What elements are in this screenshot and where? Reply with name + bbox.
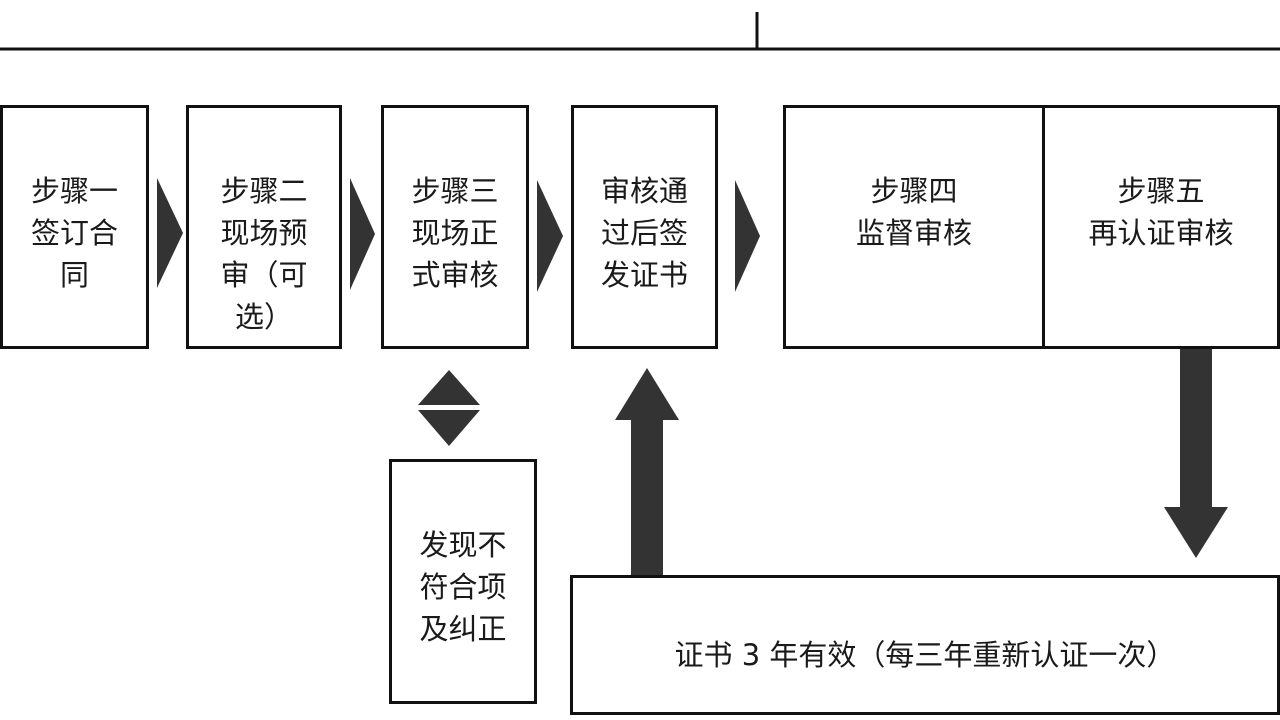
step-one-box: 步骤一 签订合 同 [0, 105, 149, 349]
step-three-box: 步骤三 现场正 式审核 [381, 105, 529, 349]
step-three-label: 步骤三 现场正 式审核 [411, 174, 499, 292]
chevron-arrow-1 [157, 178, 183, 288]
step-four-label: 步骤四 监督审核 [855, 174, 972, 250]
nonconformity-box: 发现不 符合项 及纠正 [389, 459, 537, 704]
step-two-label: 步骤二 现场预 审（可 选） [220, 174, 308, 334]
certificate-issue-label: 审核通 过后签 发证书 [600, 174, 688, 292]
down-arrow-shaft [1180, 347, 1212, 507]
certificate-issue-box: 审核通 过后签 发证书 [571, 105, 718, 349]
certificate-validity-box: 证书 3 年有效（每三年重新认证一次） [570, 575, 1280, 715]
certificate-validity-label: 证书 3 年有效（每三年重新认证一次） [674, 638, 1176, 672]
step-two-box: 步骤二 现场预 审（可 选） [186, 105, 342, 349]
up-arrow-head [615, 368, 679, 420]
down-arrow-head [1164, 507, 1228, 558]
step-four-box: 步骤四 监督审核 [783, 105, 1045, 349]
chevron-arrow-3 [537, 180, 563, 292]
up-arrow-shaft [631, 420, 663, 578]
nonconformity-label: 发现不 符合项 及纠正 [419, 528, 507, 646]
chevron-arrow-4 [735, 180, 760, 292]
chevron-arrow-2 [350, 178, 375, 290]
down-triangle-icon [418, 410, 480, 446]
step-one-label: 步骤一 签订合 同 [30, 174, 118, 292]
step-five-box: 步骤五 再认证审核 [1042, 105, 1280, 349]
up-triangle-icon [418, 370, 480, 405]
step-five-label: 步骤五 再认证审核 [1088, 174, 1234, 250]
